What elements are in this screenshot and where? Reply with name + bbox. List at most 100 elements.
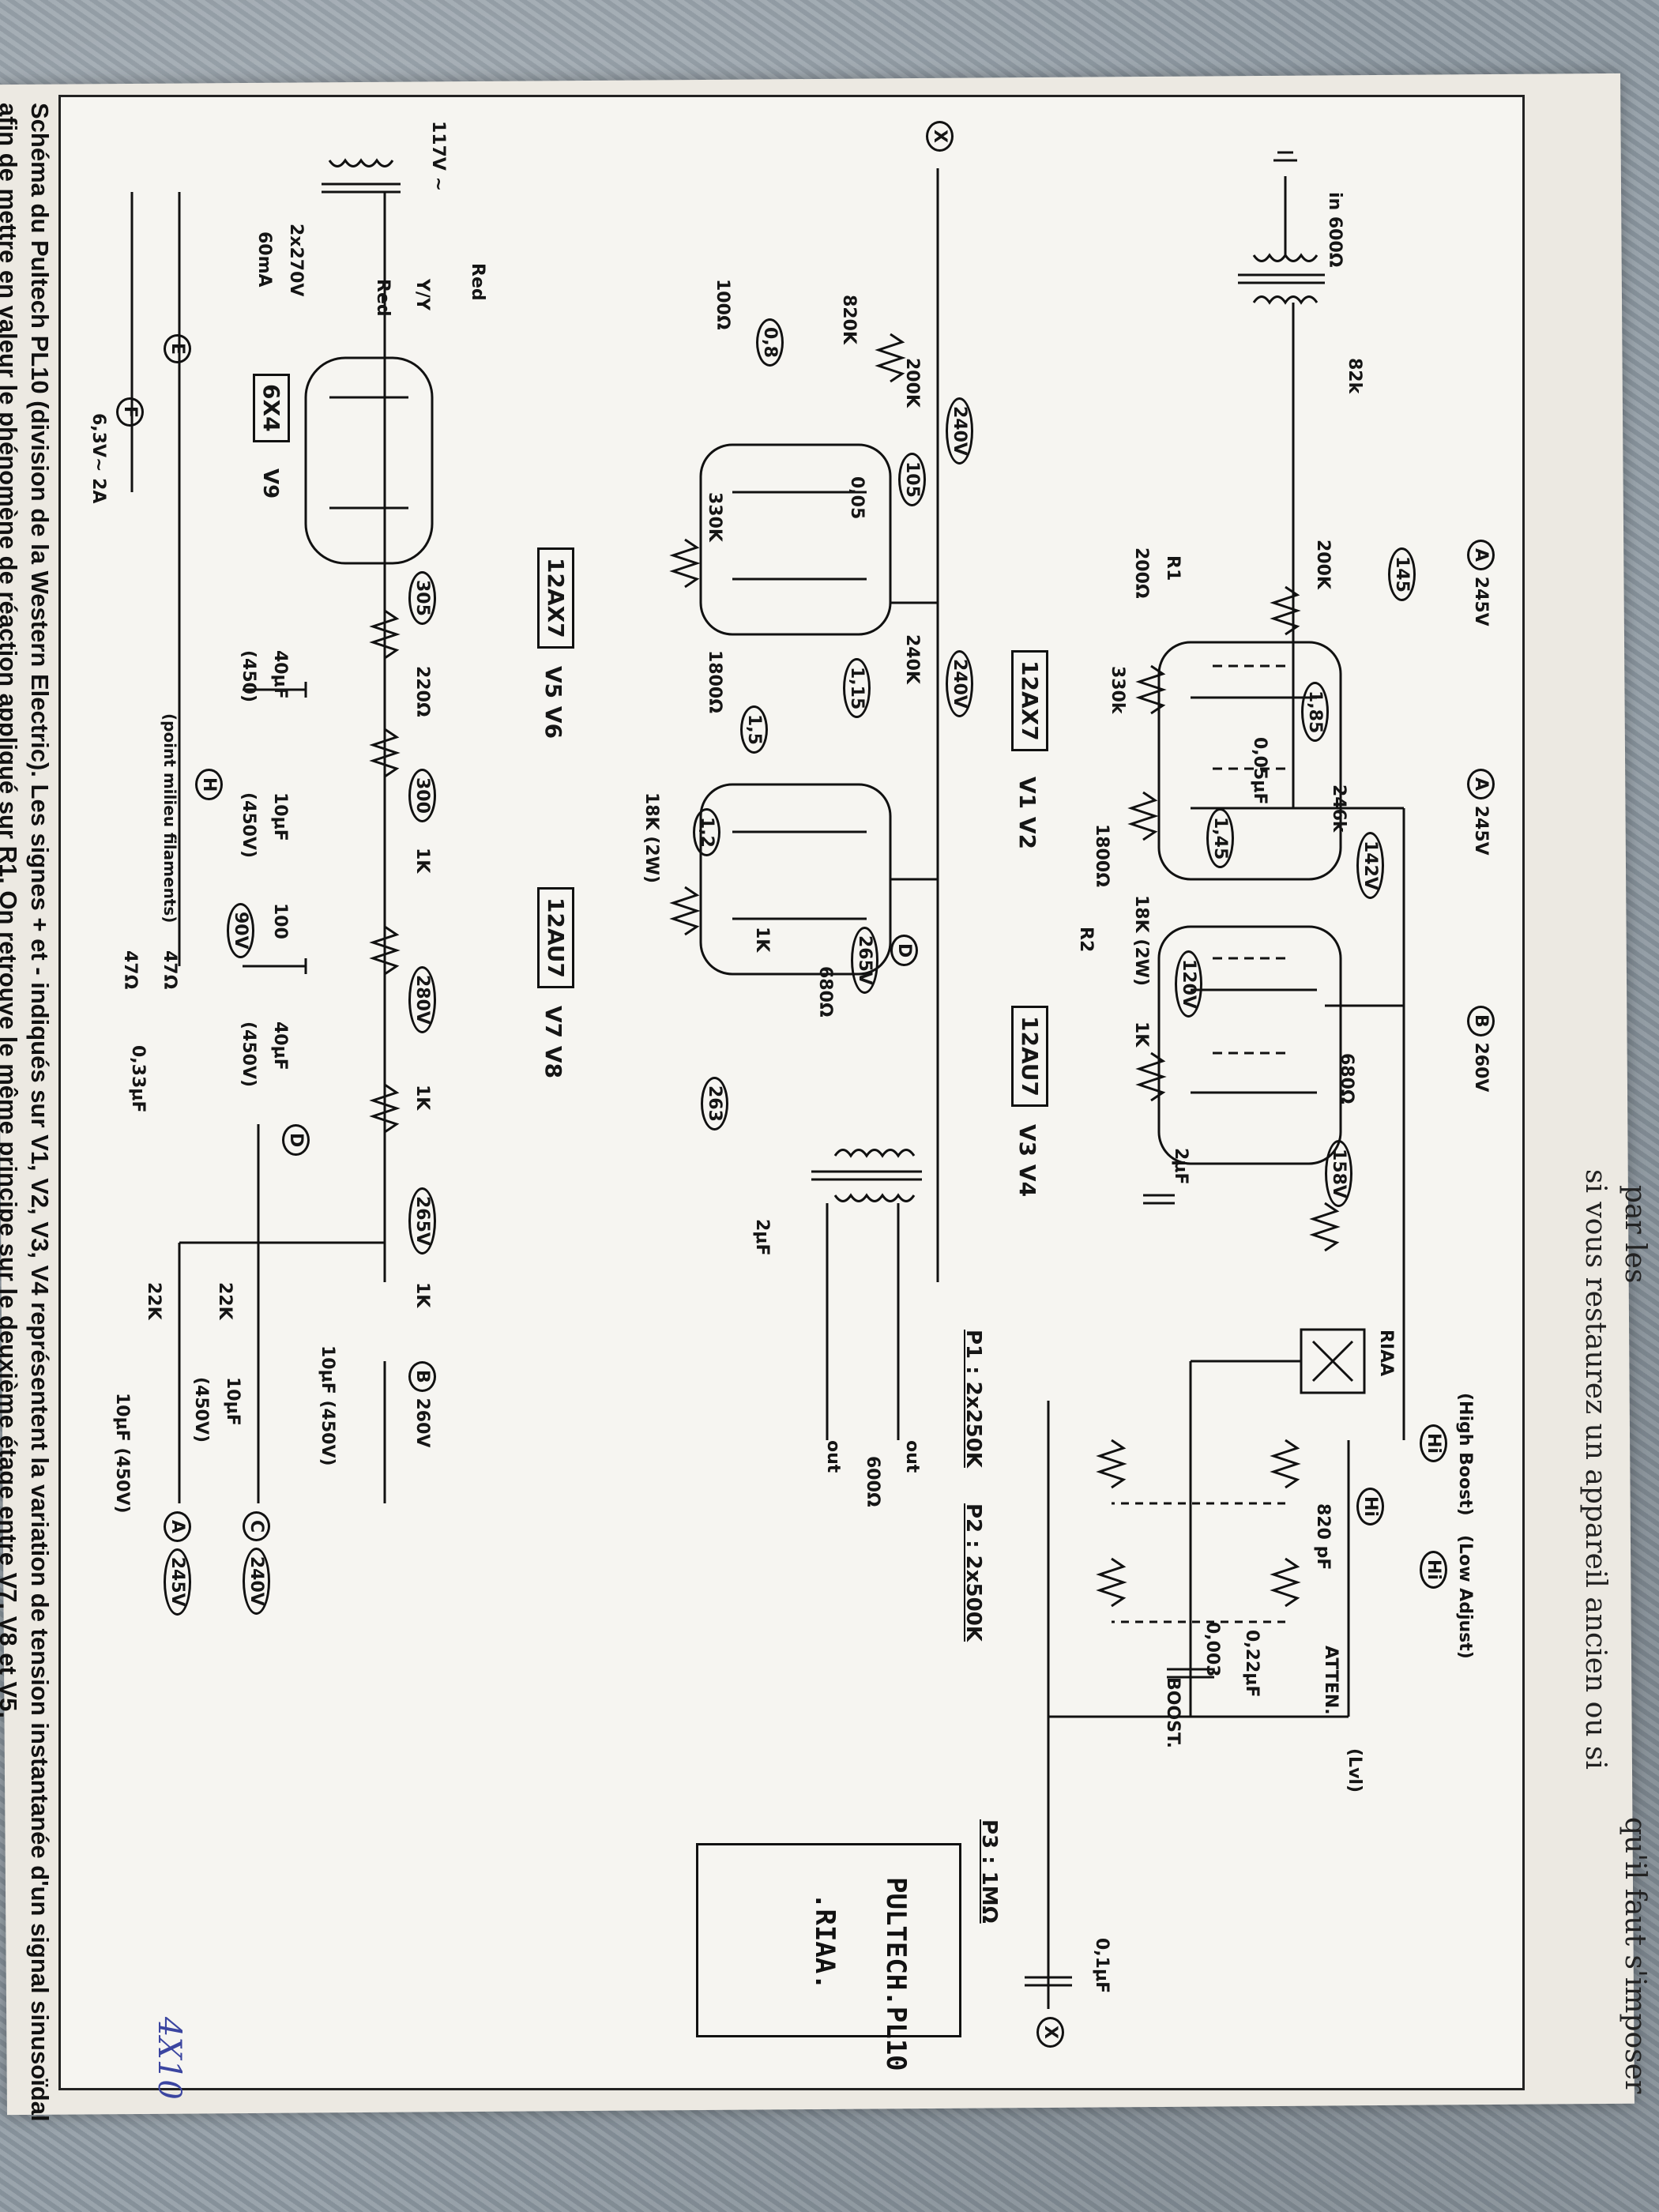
title-line2: .RIAA.	[809, 1893, 841, 1990]
node-d: D	[890, 935, 918, 967]
figure-caption: Schéma du Pultech PL10 (division de la W…	[0, 103, 54, 2122]
c40a-label: 40μF	[270, 650, 290, 699]
v5-cathode-label: 105	[898, 453, 926, 506]
r1800-label: 1800Ω	[1092, 824, 1112, 887]
header-text-2: si vous restaurez un appareil ancien ou …	[1579, 1169, 1612, 1770]
boost-label: BOOST.	[1163, 1677, 1183, 1749]
header-text-3: qu'il faut s'imposer	[1619, 1817, 1651, 2094]
r100ps-label: 100	[270, 903, 290, 939]
r1k-ps2-label: 1K	[412, 1085, 432, 1111]
v2-voltage-label: 142V	[1356, 832, 1384, 899]
c033-label: 0,33μF	[128, 1045, 148, 1113]
r2-label: R2	[1076, 927, 1096, 953]
v1-cathode-label: 1,85	[1301, 682, 1329, 743]
node-b: B 260V	[1467, 1006, 1495, 1092]
v9b-voltage-label: 1,2	[693, 808, 720, 856]
tube-v7v8-tag: V7 V8	[540, 1006, 566, 1079]
red-label-1: Red	[468, 263, 487, 301]
r18k2-label: 18K (2W)	[641, 792, 661, 884]
title-line1: PULTECH.PL10	[880, 1877, 912, 2071]
node-f: F	[116, 397, 144, 427]
r820k-label: 820K	[839, 295, 859, 344]
v6-voltage-label: 240V	[946, 650, 973, 717]
lvl-label: (Lvl)	[1345, 1748, 1364, 1793]
c0003-label: 0,003	[1202, 1622, 1222, 1677]
r18k-label: 18K (2W)	[1131, 895, 1151, 987]
r200k-label: 200K	[1313, 540, 1333, 589]
c2b-label: 2μF	[752, 1219, 772, 1256]
hv-label: 2x270V	[286, 224, 306, 297]
v9a-voltage-label: 0,8	[756, 318, 784, 367]
out2-label: out	[823, 1440, 843, 1473]
ps4-voltage-label: 265V	[408, 1187, 436, 1255]
tube-v3v4-label: 12AU7	[1011, 1006, 1048, 1107]
red-label-2: Red	[373, 279, 393, 317]
input-label: in 600Ω	[1325, 192, 1345, 268]
r330b-label: 330K	[705, 492, 724, 542]
r246k-label: 246k	[1329, 784, 1349, 833]
p3-label: P3 : 1MΩ	[977, 1819, 1001, 1924]
mains-label: 117V ~	[428, 121, 448, 192]
r22k-label: 22K	[215, 1282, 235, 1320]
v5-voltage-label: 240V	[946, 397, 973, 465]
c01-label: 0,1μF	[1092, 1938, 1112, 1994]
tube-v5v6-tag: V5 V6	[540, 666, 566, 739]
fil-label: 6,3V~ 2A	[88, 413, 108, 504]
c005-label: 0,05μF	[1250, 737, 1270, 805]
node-e: E	[164, 334, 191, 364]
c10a-label: 10μF	[270, 792, 290, 841]
ps-node-c: C 240V	[243, 1511, 270, 1615]
schematic-drawing	[130, 151, 1405, 2009]
v7-cathode-label: 1,5	[740, 705, 768, 754]
out-label: out	[902, 1440, 922, 1473]
ps-node-a: A 245V	[164, 1511, 191, 1616]
r1kb-label: 1K	[752, 927, 772, 953]
r1-label: R1	[1163, 555, 1183, 581]
r1k-ps3-label: 1K	[412, 1282, 432, 1308]
handwritten-note: 4X10	[151, 2017, 187, 2100]
low-adjust-label: (Low Adjust)	[1455, 1535, 1475, 1659]
r200kb-label: 200K	[902, 358, 922, 408]
rect-tube-tag: V9	[258, 468, 282, 499]
out600-label: 600Ω	[863, 1456, 882, 1507]
yy-label: Y/Y	[412, 279, 432, 310]
r1k-label: 1K	[1131, 1021, 1151, 1048]
c10c-v-label: (450V)	[191, 1377, 211, 1443]
ps-node-b: B 260V	[408, 1361, 436, 1447]
r22k2-label: 22K	[144, 1282, 164, 1320]
riaa-label: RIAA	[1376, 1330, 1396, 1377]
c40b-label: 40μF	[270, 1021, 290, 1070]
c005b-label: 0,05	[847, 476, 867, 520]
c10b-label: 10μF (450V)	[318, 1345, 337, 1466]
r82k-label: 82k	[1345, 358, 1364, 394]
c40a-v-label: (450)	[239, 650, 258, 703]
r680b-label: 680Ω	[815, 966, 835, 1018]
p2-label: P2 : 2x500K	[961, 1503, 985, 1642]
hv-ma-label: 60mA	[254, 231, 274, 288]
hi-label-2: Hi	[1420, 1551, 1447, 1589]
point-milieu-label: (point milieu filaments)	[160, 713, 179, 924]
hi-label-1: Hi	[1420, 1424, 1447, 1462]
ps3-voltage-label: 280V	[408, 966, 436, 1033]
rect-tube-label: 6X4	[253, 374, 290, 442]
node-h: H	[195, 769, 223, 801]
atten-label: ATTEN.	[1321, 1646, 1341, 1715]
c10c-label: 10μF	[223, 1377, 243, 1426]
tube-v1v2-label: 12AX7	[1011, 650, 1048, 751]
node-a-top: A 245V	[1467, 540, 1495, 626]
v6-cathode-label: 1,15	[843, 658, 871, 719]
node-x-out: X	[1036, 2017, 1064, 2048]
ps-node-d: D	[282, 1124, 310, 1157]
r330k-label: 330k	[1108, 666, 1127, 714]
ps5-voltage-label: 90V	[227, 903, 254, 958]
v3-voltage-label: 120V	[1175, 950, 1202, 1018]
v4-voltage-label: 158V	[1325, 1140, 1352, 1207]
ps2-voltage-label: 300	[408, 769, 436, 822]
c40b-v-label: (450V)	[239, 1021, 258, 1088]
tube-v7v8-label: 12AU7	[537, 887, 574, 988]
c820-label: 820 pF	[1313, 1503, 1333, 1571]
v1-voltage-label: 145	[1388, 547, 1416, 601]
p1-label: P1 : 2x250K	[961, 1330, 985, 1468]
c10d-label: 10μF (450V)	[112, 1393, 132, 1514]
